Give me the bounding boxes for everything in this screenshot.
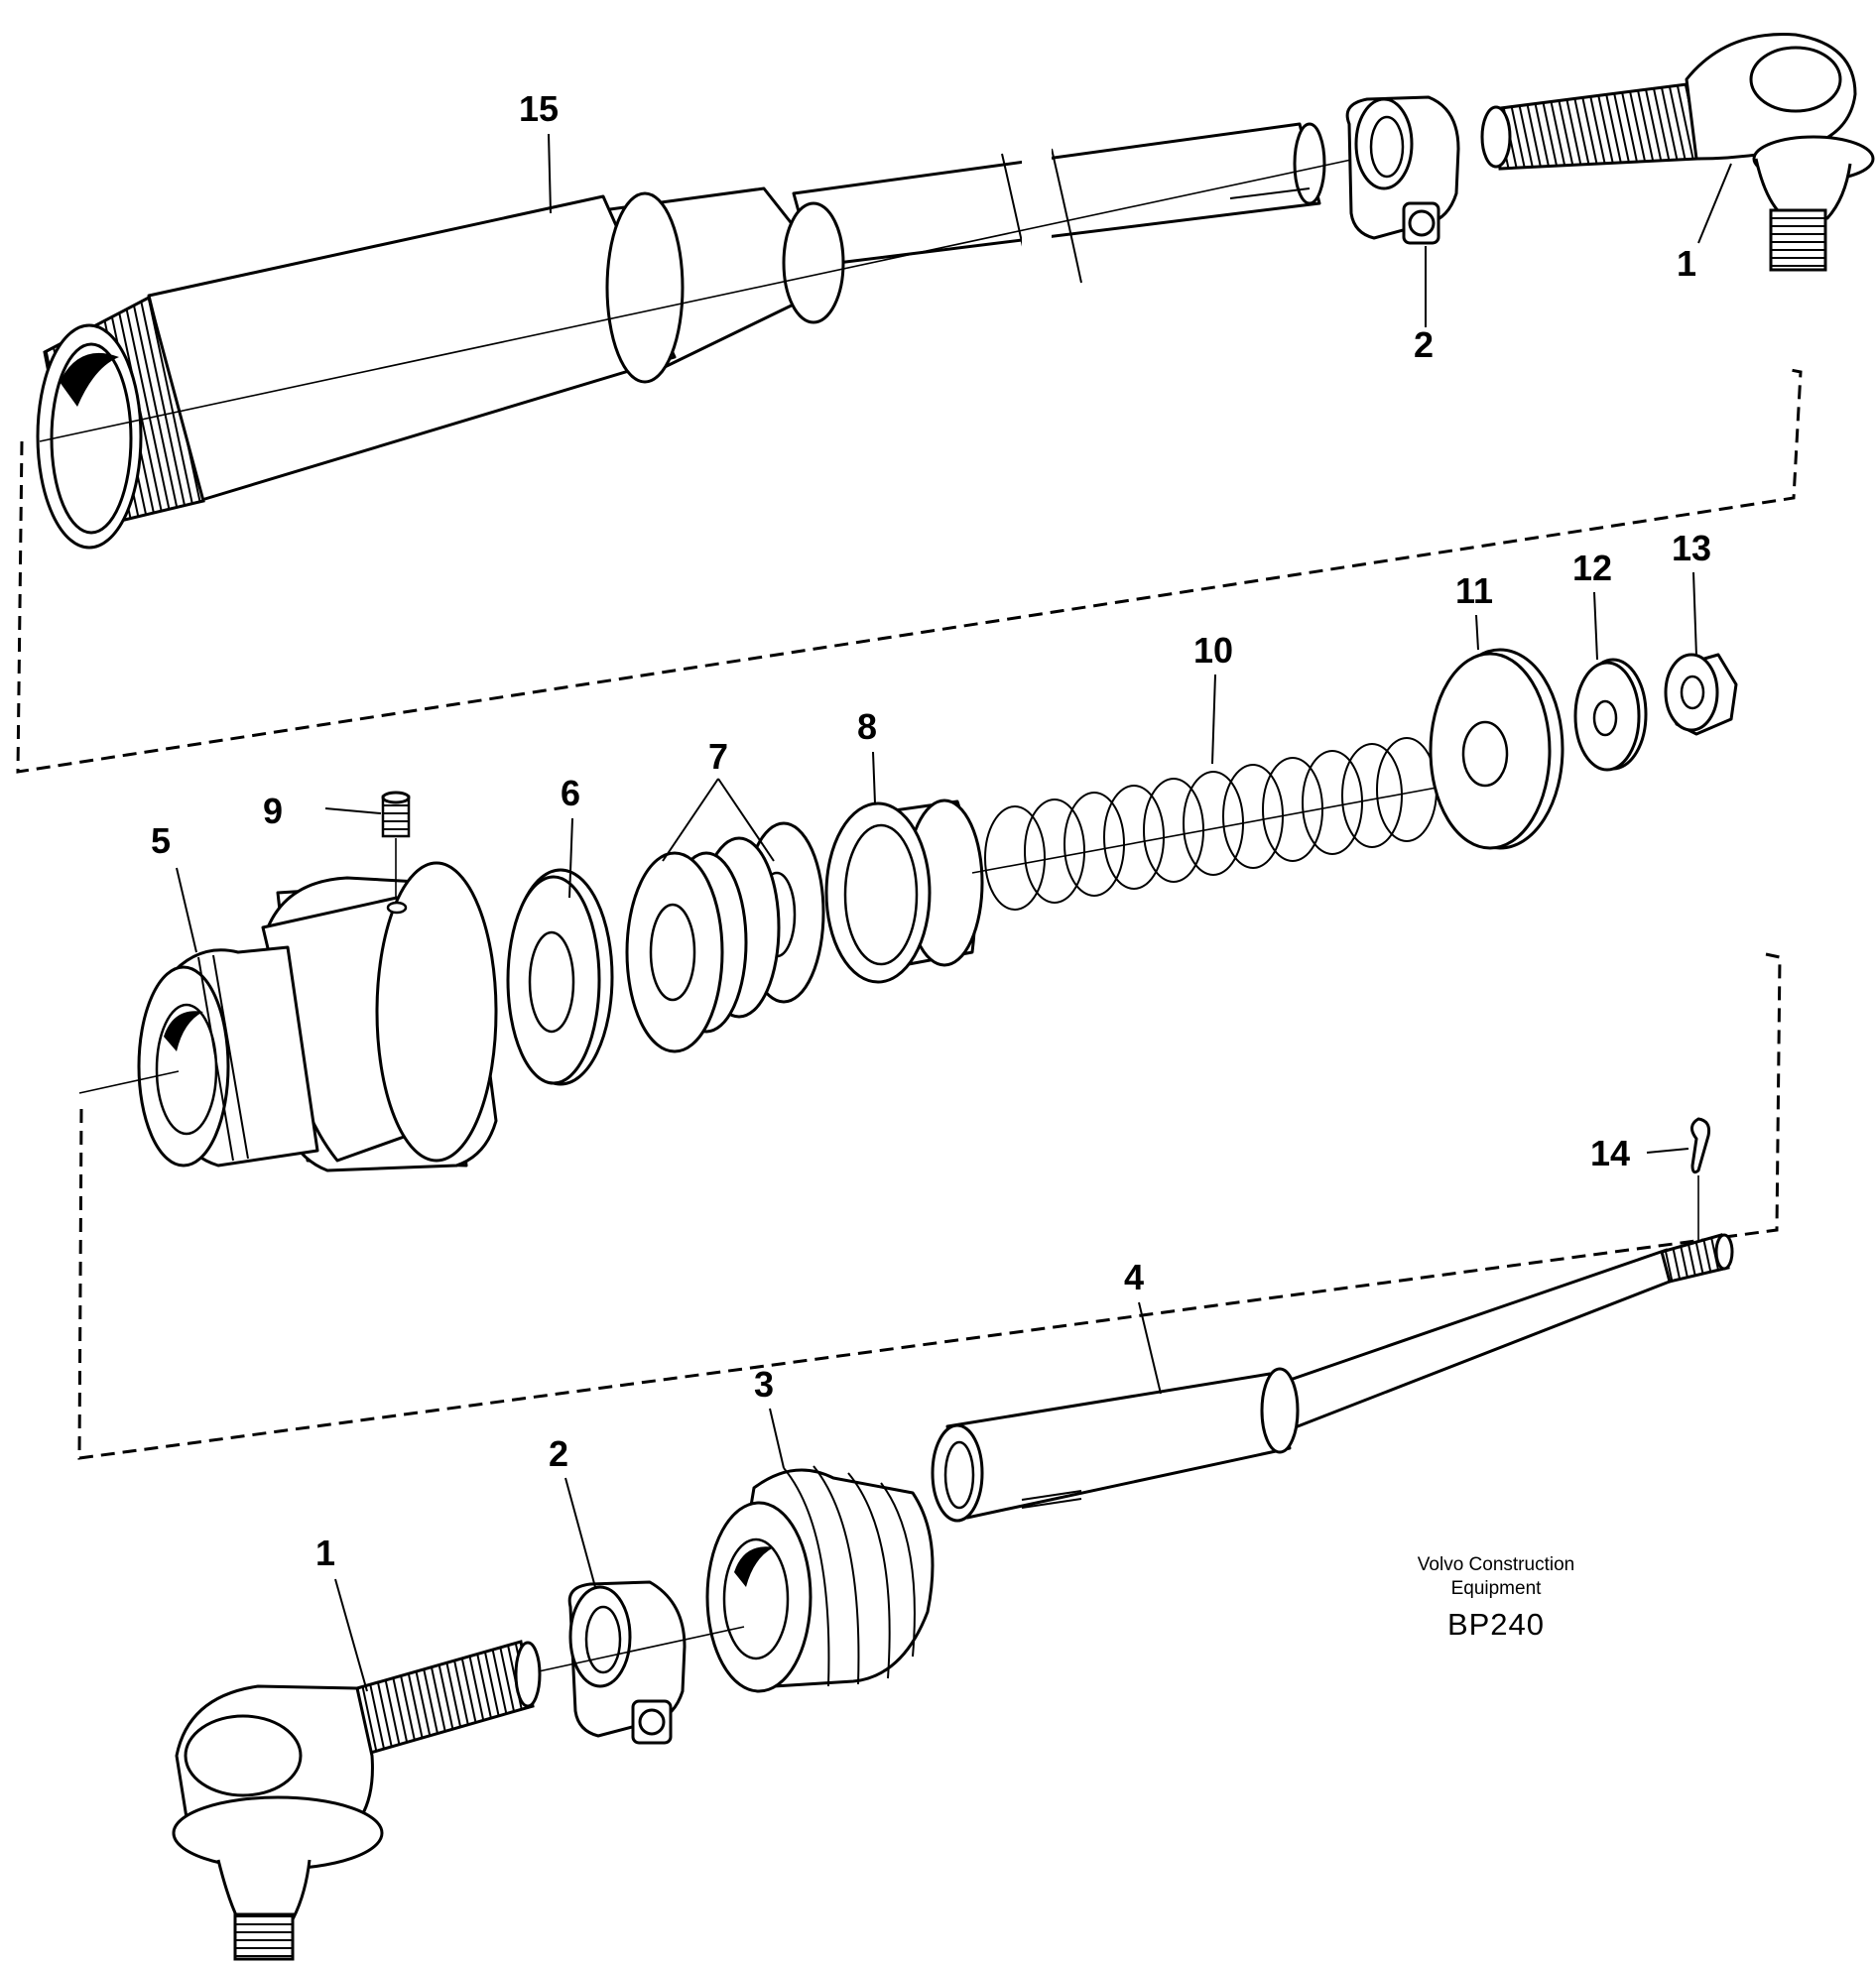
callout-2-top: 2 [1414, 324, 1434, 365]
bellows: 3 [705, 1364, 935, 1693]
callout-7: 7 [708, 736, 728, 777]
callout-11: 11 [1455, 570, 1493, 611]
credit-block: Volvo Construction Equipment BP240 [1418, 1554, 1574, 1642]
credit-line-2: Equipment [1451, 1578, 1543, 1599]
washer-6: 6 [506, 773, 614, 1086]
callout-10: 10 [1193, 630, 1233, 671]
washer-11: 11 [1429, 570, 1564, 850]
assembly-frame-upper [16, 367, 1803, 774]
clamp-top: 2 [1345, 95, 1460, 365]
callout-1-top: 1 [1677, 243, 1696, 284]
callout-12: 12 [1572, 548, 1612, 588]
callout-4: 4 [1124, 1257, 1144, 1297]
seal-rings: 7 [625, 736, 825, 1053]
piston-rod: 4 [931, 1233, 1734, 1523]
callout-13: 13 [1672, 528, 1711, 568]
callout-14: 14 [1590, 1133, 1630, 1173]
grub-screw: 9 [263, 791, 411, 898]
clamp-bottom: 2 [549, 1433, 687, 1745]
credit-line-1: Volvo Construction [1418, 1554, 1574, 1575]
nut: 13 [1664, 528, 1738, 736]
tie-rod-end-top: 1 [1480, 33, 1875, 284]
callout-5: 5 [151, 820, 171, 861]
cotter-pin: 14 [1590, 1117, 1710, 1260]
bushing: 8 [824, 706, 984, 984]
callout-8: 8 [857, 706, 877, 747]
assembly-frame-lower [77, 952, 1782, 1460]
spring: 10 [971, 630, 1459, 911]
tie-rod-end-bottom: 1 [172, 1533, 745, 1961]
threaded-sleeve: 5 [78, 820, 498, 1172]
washer-12: 12 [1572, 548, 1648, 772]
drawing-code: BP240 [1447, 1607, 1545, 1642]
callout-2-bottom: 2 [549, 1433, 568, 1474]
callout-6: 6 [561, 773, 580, 813]
callout-3: 3 [754, 1364, 774, 1405]
callout-15: 15 [519, 88, 559, 129]
cylinder-tube: 15 [36, 88, 1380, 550]
callout-1-bottom: 1 [315, 1533, 335, 1573]
callout-9: 9 [263, 791, 283, 831]
